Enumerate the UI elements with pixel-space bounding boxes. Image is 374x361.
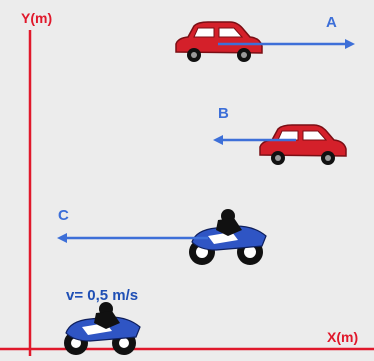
- car-b: [259, 124, 347, 165]
- vehicle-label-b: B: [218, 105, 229, 122]
- vehicle-label-c: C: [58, 207, 69, 224]
- motorcycle-origin: [64, 302, 141, 355]
- car-a: [175, 21, 263, 62]
- velocity-label: v= 0,5 m/s: [66, 287, 139, 304]
- y-axis-label: Y(m): [21, 10, 53, 26]
- motorcycle-c: [189, 209, 267, 265]
- vehicle-label-a: A: [326, 14, 337, 31]
- x-axis-label: X(m): [327, 329, 359, 345]
